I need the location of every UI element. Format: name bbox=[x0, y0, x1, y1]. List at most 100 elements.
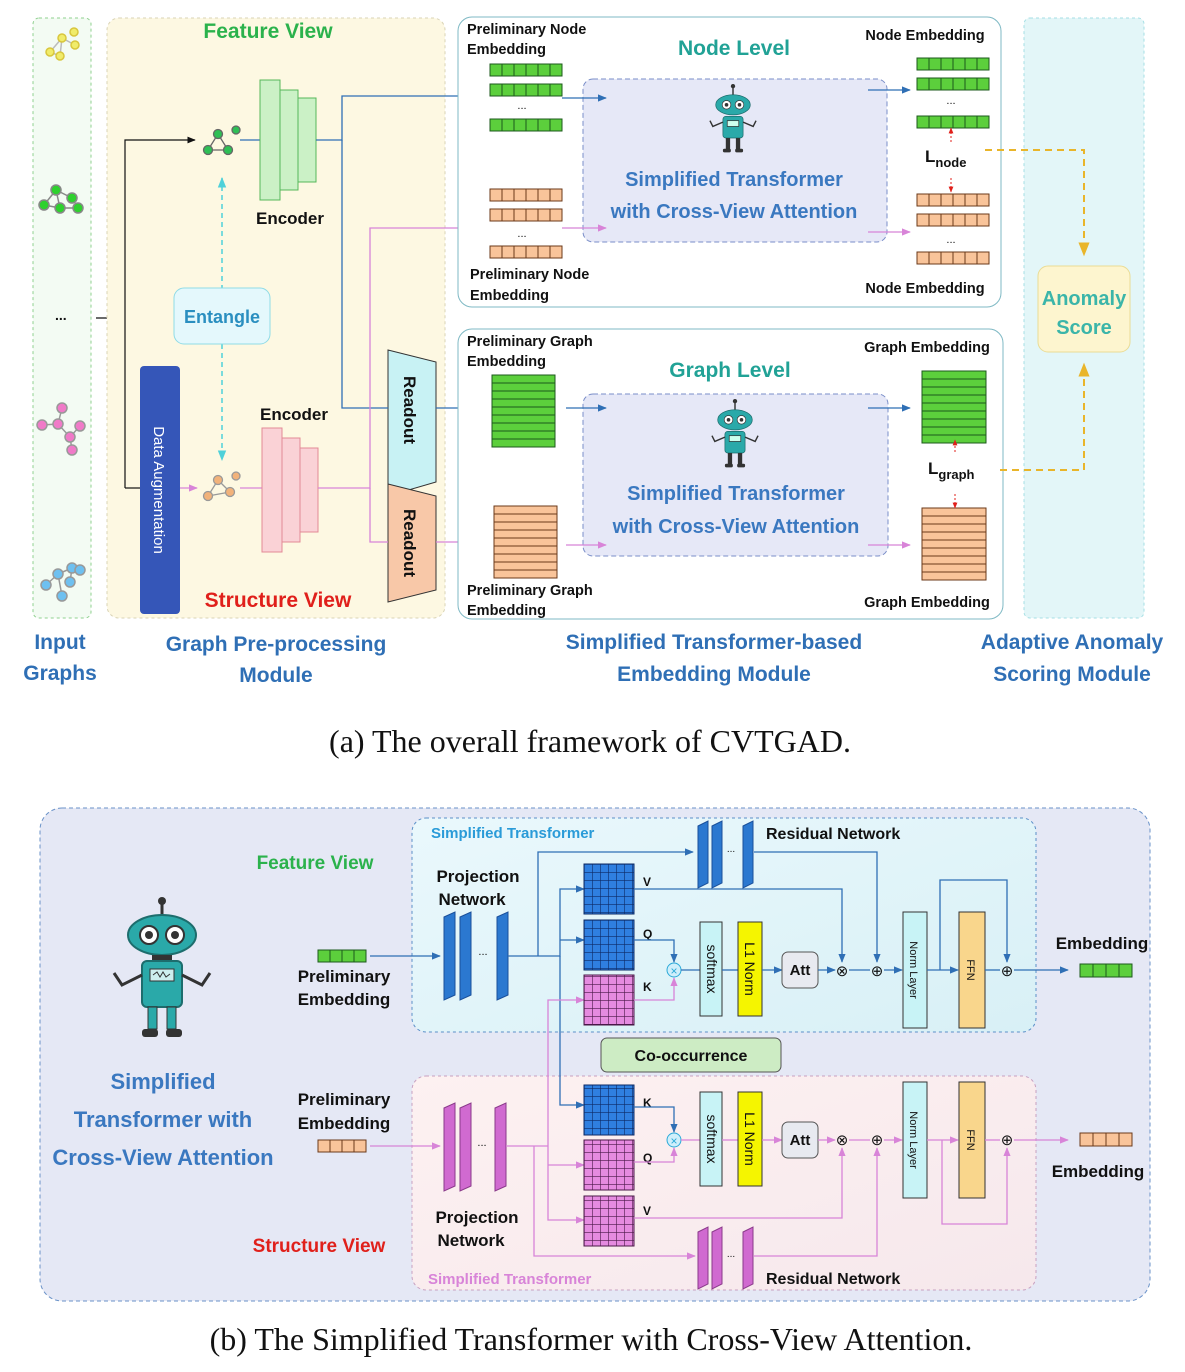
embedding-cell bbox=[964, 57, 978, 71]
embedding-cell bbox=[549, 208, 563, 222]
embedding-cell bbox=[940, 213, 954, 227]
bottom-v-label: V bbox=[643, 1204, 651, 1218]
embedding-cell bbox=[952, 251, 966, 265]
bottom-softmax-label: softmax bbox=[704, 1114, 720, 1163]
top-norm-layer-label: Norm Layer bbox=[907, 941, 919, 999]
embedding-cell bbox=[549, 188, 563, 202]
embedding-cell bbox=[964, 251, 978, 265]
robot-label-line3: Cross-View Attention bbox=[52, 1145, 273, 1170]
top-transformer-title: Simplified Transformer bbox=[431, 825, 595, 842]
bottom-projection-dots: ... bbox=[477, 1137, 486, 1149]
top-softmax-block bbox=[699, 921, 723, 1017]
bottom-v-matrix bbox=[583, 1195, 635, 1247]
bottom-k-matrix bbox=[583, 1084, 635, 1136]
anomaly-score-line1: Anomaly bbox=[1042, 288, 1127, 310]
embedding-cell bbox=[1079, 1132, 1094, 1147]
top-k-to-mult bbox=[634, 977, 678, 1001]
embedding-cell bbox=[353, 1139, 367, 1153]
embedding-cell bbox=[916, 57, 930, 71]
stack-row bbox=[921, 402, 987, 412]
embedding-cell bbox=[916, 77, 930, 91]
embedding-cell bbox=[525, 188, 539, 202]
stack-row bbox=[493, 561, 558, 571]
embedding-cell bbox=[501, 208, 515, 222]
embedding-cell bbox=[317, 1139, 331, 1153]
entangle-label: Entangle bbox=[184, 307, 260, 327]
input-ellipsis: ... bbox=[55, 307, 67, 323]
stack-row bbox=[921, 547, 987, 557]
top-to-v bbox=[538, 885, 585, 957]
embedding-cell bbox=[513, 188, 527, 202]
input-graph-2-icon bbox=[38, 184, 84, 214]
stack-row bbox=[921, 571, 987, 581]
embedding-cell bbox=[1079, 963, 1094, 978]
embedding-cell bbox=[1118, 1132, 1133, 1147]
module-label-embed-2: Embedding Module bbox=[617, 663, 811, 686]
input-branch-line bbox=[124, 136, 196, 488]
anomaly-score-line2: Score bbox=[1056, 317, 1112, 339]
caption-a: (a) The overall framework of CVTGAD. bbox=[329, 723, 851, 759]
top-k-matrix bbox=[583, 974, 635, 1026]
anomaly-score-box bbox=[1037, 265, 1131, 353]
embedding-cell bbox=[549, 245, 563, 259]
top-residual-to-add bbox=[754, 851, 881, 963]
bottom-k-label: K bbox=[643, 1096, 652, 1110]
bottom-transformer-title: Simplified Transformer bbox=[428, 1271, 592, 1288]
embedding-cell bbox=[489, 63, 503, 77]
readout-bottom-block bbox=[387, 483, 437, 603]
stack-row bbox=[493, 537, 558, 547]
embedding-cell bbox=[549, 63, 563, 77]
top-final-add-symbol: ⊕ bbox=[1001, 963, 1014, 980]
node-prelim-top-dots: ... bbox=[517, 100, 526, 112]
embedding-cell bbox=[513, 63, 527, 77]
feature-view-label-b: Feature View bbox=[257, 853, 374, 874]
bottom-prelim-line1: Preliminary bbox=[298, 1090, 391, 1109]
top-norm-skip bbox=[939, 879, 1011, 970]
bottom-residual-dots: ... bbox=[727, 1249, 735, 1260]
embedding-cell bbox=[501, 83, 515, 97]
encoder-bottom-layer-2 bbox=[281, 437, 301, 543]
loss-graph: Lgraph bbox=[928, 459, 975, 482]
embedding-cell bbox=[501, 118, 515, 132]
graph-robot-icon bbox=[711, 398, 759, 468]
embedding-cell bbox=[525, 118, 539, 132]
embedding-cell bbox=[501, 63, 515, 77]
graph-prelim-top-line2: Embedding bbox=[467, 354, 546, 370]
embedding-cell bbox=[1105, 963, 1120, 978]
top-k-label: K bbox=[643, 980, 652, 994]
bottom-l1norm-label: L1 Norm bbox=[742, 1112, 758, 1166]
embedding-cell bbox=[525, 63, 539, 77]
node-prelim-top-line1: Preliminary Node bbox=[467, 22, 586, 38]
graph-prelim-bottom-line1: Preliminary Graph bbox=[467, 583, 593, 599]
preprocessing-module-bg bbox=[106, 17, 446, 619]
embedding-cell bbox=[964, 77, 978, 91]
embedding-cell bbox=[976, 77, 990, 91]
top-embedding-label: Embedding bbox=[1056, 934, 1149, 953]
stack-row bbox=[921, 563, 987, 573]
embedding-cell bbox=[916, 115, 930, 129]
embedding-cell bbox=[940, 115, 954, 129]
node-embedding-bars bbox=[489, 57, 990, 265]
embedding-cell bbox=[329, 1139, 343, 1153]
panel-a: ... Feature View Structure View Data Aug… bbox=[23, 16, 1164, 759]
stack-row bbox=[921, 531, 987, 541]
top-l1norm-label: L1 Norm bbox=[742, 942, 758, 996]
embedding-cell bbox=[964, 213, 978, 227]
embedding-cell bbox=[976, 213, 990, 227]
embedding-cell bbox=[525, 245, 539, 259]
embedding-cell bbox=[928, 115, 942, 129]
embedding-cell bbox=[928, 213, 942, 227]
top-prelim-line1: Preliminary bbox=[298, 967, 391, 986]
bottom-norm-layer-block bbox=[902, 1081, 928, 1199]
top-projection-dots: ... bbox=[478, 946, 487, 958]
embedding-cell bbox=[513, 208, 527, 222]
caption-b: (b) The Simplified Transformer with Cros… bbox=[210, 1321, 973, 1357]
bottom-ffn-label: FFN bbox=[964, 1129, 976, 1150]
bottom-projection-network bbox=[443, 1102, 507, 1192]
stack-row bbox=[921, 507, 987, 517]
feature-view-title: Feature View bbox=[203, 20, 333, 43]
bottom-matmul-symbol: × bbox=[670, 1134, 677, 1148]
loss-graph-to-score bbox=[1000, 362, 1090, 471]
stack-row bbox=[493, 529, 558, 539]
